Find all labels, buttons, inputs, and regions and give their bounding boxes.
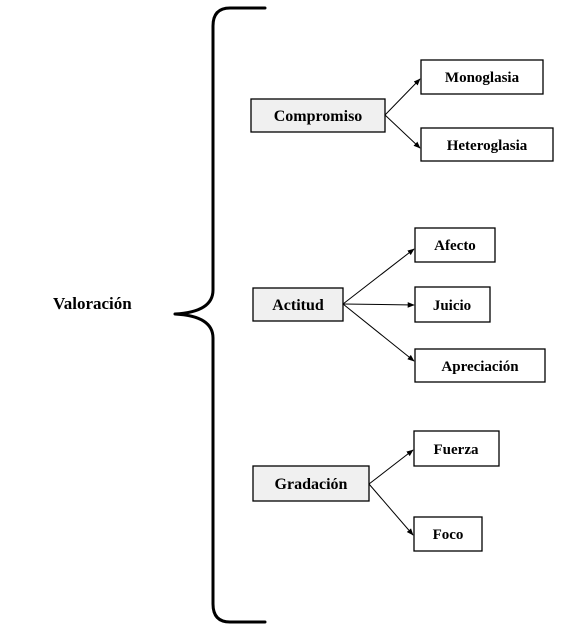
category-compromiso: Compromiso Monoglasia Heteroglasia — [250, 59, 554, 162]
category-label: Compromiso — [274, 108, 363, 125]
subcategory-box — [414, 348, 546, 383]
arrow — [384, 114, 421, 149]
arrow — [368, 449, 414, 485]
subcategory-label: Afecto — [434, 238, 476, 254]
subcategory-box — [420, 127, 554, 162]
subcategory-box — [413, 430, 500, 467]
subcategory-label: Monoglasia — [445, 70, 520, 86]
subcategory-label: Foco — [433, 527, 464, 543]
category-gradacion: Gradación Fuerza Foco — [252, 430, 500, 552]
category-label: Gradación — [275, 476, 348, 493]
arrow — [368, 483, 414, 536]
arrow — [342, 303, 415, 362]
root-label: Valoración — [53, 294, 132, 313]
subcategory-box — [414, 286, 491, 323]
subcategory-label: Fuerza — [434, 442, 479, 458]
subcategory-box — [413, 516, 483, 552]
curly-brace — [173, 6, 267, 624]
arrow — [342, 248, 415, 305]
arrow — [342, 302, 415, 308]
subcategory-box — [420, 59, 544, 95]
category-label: Actitud — [272, 297, 324, 314]
subcategory-label: Juicio — [433, 298, 471, 314]
category-actitud: Actitud Afecto Juicio Apreciación — [252, 227, 546, 383]
subcategory-label: Heteroglasia — [447, 138, 528, 154]
arrow — [384, 78, 421, 116]
subcategory-label: Apreciación — [441, 359, 519, 375]
subcategory-box — [414, 227, 496, 263]
